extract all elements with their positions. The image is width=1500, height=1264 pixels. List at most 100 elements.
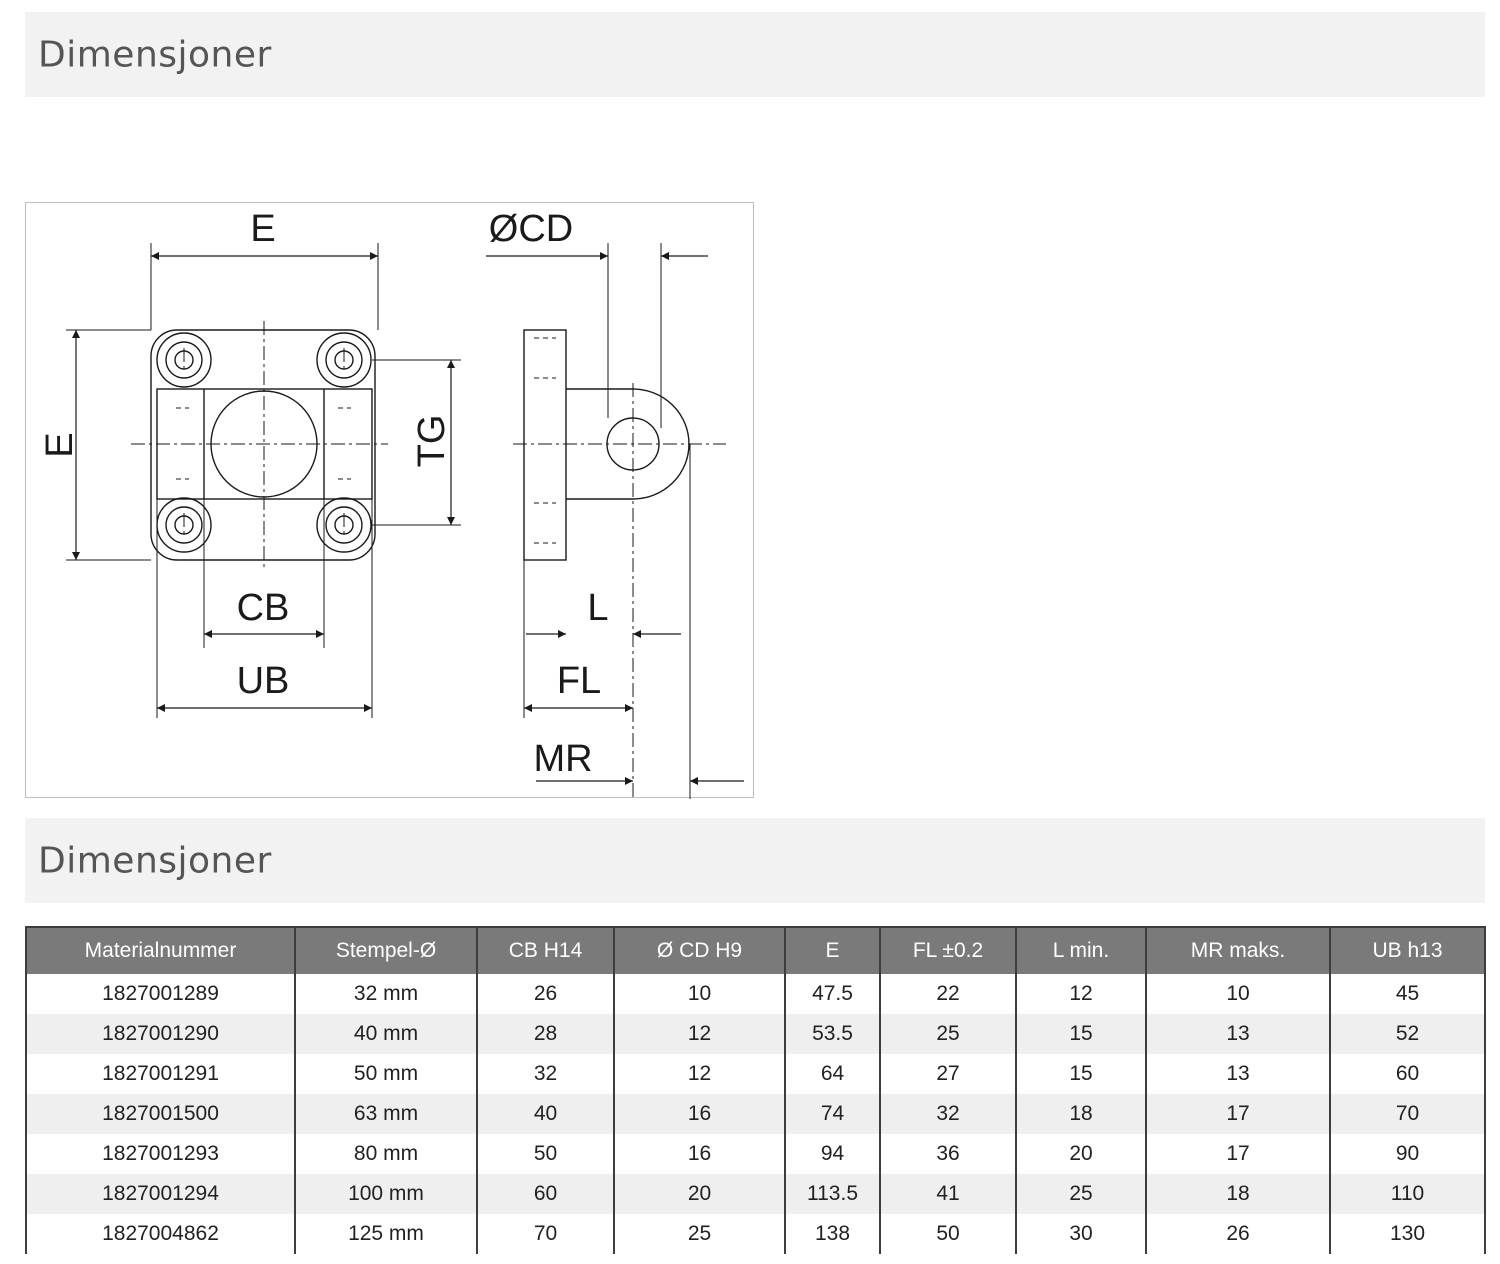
table-row: 1827001293 80 mm 50 16 94 36 20 17 90 <box>25 1134 1486 1174</box>
column-header: E <box>784 926 881 974</box>
label-mr: MR <box>533 738 592 780</box>
table-cell: 16 <box>613 1134 786 1174</box>
label-fl: FL <box>557 660 601 702</box>
table-cell: 32 <box>476 1054 615 1094</box>
column-header: MR maks. <box>1145 926 1331 974</box>
dimensions-header-title: Dimensjoner <box>38 34 272 75</box>
table-cell: 50 mm <box>294 1054 478 1094</box>
column-header: UB h13 <box>1329 926 1486 974</box>
column-header: FL ±0.2 <box>879 926 1017 974</box>
table-cell: 53.5 <box>784 1014 881 1054</box>
table-cell: 1827001294 <box>25 1174 296 1214</box>
label-e-top: E <box>250 208 275 250</box>
dimensions-table-title: Dimensjoner <box>38 840 272 881</box>
table-cell: 17 <box>1145 1094 1331 1134</box>
table-cell: 26 <box>1145 1214 1331 1254</box>
table-cell: 28 <box>476 1014 615 1054</box>
label-e-left: E <box>39 432 81 457</box>
table-cell: 25 <box>613 1214 786 1254</box>
table-row: 1827001291 50 mm 32 12 64 27 15 13 60 <box>25 1054 1486 1094</box>
table-cell: 1827001289 <box>25 974 296 1014</box>
side-lug-outline <box>566 388 690 500</box>
table-cell: 45 <box>1329 974 1486 1014</box>
table-cell: 1827001293 <box>25 1134 296 1174</box>
table-cell: 50 <box>476 1134 615 1174</box>
table-cell: 60 <box>476 1174 615 1214</box>
table-cell: 10 <box>1145 974 1331 1014</box>
side-plate-outline <box>523 329 567 561</box>
table-row: 1827001289 32 mm 26 10 47.5 22 12 10 45 <box>25 974 1486 1014</box>
table-cell: 60 <box>1329 1054 1486 1094</box>
table-cell: 125 mm <box>294 1214 478 1254</box>
table-cell: 25 <box>1015 1174 1147 1214</box>
table-cell: 13 <box>1145 1014 1331 1054</box>
table-cell: 15 <box>1015 1054 1147 1094</box>
table-cell: 20 <box>1015 1134 1147 1174</box>
column-header: Stempel-Ø <box>294 926 478 974</box>
table-cell: 26 <box>476 974 615 1014</box>
table-cell: 90 <box>1329 1134 1486 1174</box>
label-cd: ØCD <box>489 208 573 250</box>
table-cell: 32 <box>879 1094 1017 1134</box>
table-row: 1827001294 100 mm 60 20 113.5 41 25 18 1… <box>25 1174 1486 1214</box>
side-pin-bore <box>606 417 660 471</box>
table-cell: 25 <box>879 1014 1017 1054</box>
table-header-row: Materialnummer Stempel-Ø CB H14 Ø CD H9 … <box>25 926 1486 974</box>
table-cell: 30 <box>1015 1214 1147 1254</box>
table-cell: 13 <box>1145 1054 1331 1094</box>
table-cell: 94 <box>784 1134 881 1174</box>
table-cell: 17 <box>1145 1134 1331 1174</box>
column-header: Ø CD H9 <box>613 926 786 974</box>
table-cell: 1827001291 <box>25 1054 296 1094</box>
dimension-drawing: E ØCD E TG CB L UB FL MR <box>25 202 754 799</box>
column-header: CB H14 <box>476 926 615 974</box>
table-cell: 1827004862 <box>25 1214 296 1254</box>
table-cell: 16 <box>613 1094 786 1134</box>
label-ub: UB <box>237 660 290 702</box>
column-header: L min. <box>1015 926 1147 974</box>
table-cell: 32 mm <box>294 974 478 1014</box>
table-cell: 10 <box>613 974 786 1014</box>
table-cell: 130 <box>1329 1214 1486 1254</box>
table-cell: 74 <box>784 1094 881 1134</box>
table-cell: 18 <box>1015 1094 1147 1134</box>
dimensions-table: Materialnummer Stempel-Ø CB H14 Ø CD H9 … <box>25 926 1486 1254</box>
table-cell: 22 <box>879 974 1017 1014</box>
table-cell: 40 mm <box>294 1014 478 1054</box>
dimensions-table-header: Dimensjoner <box>25 818 1485 903</box>
table-cell: 12 <box>613 1014 786 1054</box>
table-cell: 100 mm <box>294 1174 478 1214</box>
table-cell: 47.5 <box>784 974 881 1014</box>
label-l: L <box>587 587 608 629</box>
table-cell: 12 <box>1015 974 1147 1014</box>
label-cb: CB <box>237 587 290 629</box>
front-plate-outline <box>150 329 376 561</box>
table-cell: 18 <box>1145 1174 1331 1214</box>
table-cell: 70 <box>1329 1094 1486 1134</box>
table-row: 1827001290 40 mm 28 12 53.5 25 15 13 52 <box>25 1014 1486 1054</box>
table-cell: 80 mm <box>294 1134 478 1174</box>
table-cell: 63 mm <box>294 1094 478 1134</box>
table-cell: 1827001500 <box>25 1094 296 1134</box>
label-tg: TG <box>411 415 453 468</box>
table-cell: 41 <box>879 1174 1017 1214</box>
technical-drawing-svg: E ØCD E TG CB L UB FL MR <box>39 208 744 799</box>
table-cell: 15 <box>1015 1014 1147 1054</box>
table-row: 1827004862 125 mm 70 25 138 50 30 26 130 <box>25 1214 1486 1254</box>
table-cell: 64 <box>784 1054 881 1094</box>
table-cell: 138 <box>784 1214 881 1254</box>
table-row: 1827001500 63 mm 40 16 74 32 18 17 70 <box>25 1094 1486 1134</box>
table-cell: 110 <box>1329 1174 1486 1214</box>
table-cell: 52 <box>1329 1014 1486 1054</box>
table-cell: 50 <box>879 1214 1017 1254</box>
dimensions-header: Dimensjoner <box>25 12 1485 97</box>
table-cell: 40 <box>476 1094 615 1134</box>
column-header: Materialnummer <box>25 926 296 974</box>
table-cell: 113.5 <box>784 1174 881 1214</box>
table-cell: 12 <box>613 1054 786 1094</box>
table-cell: 20 <box>613 1174 786 1214</box>
table-cell: 27 <box>879 1054 1017 1094</box>
table-cell: 1827001290 <box>25 1014 296 1054</box>
table-cell: 36 <box>879 1134 1017 1174</box>
table-cell: 70 <box>476 1214 615 1254</box>
